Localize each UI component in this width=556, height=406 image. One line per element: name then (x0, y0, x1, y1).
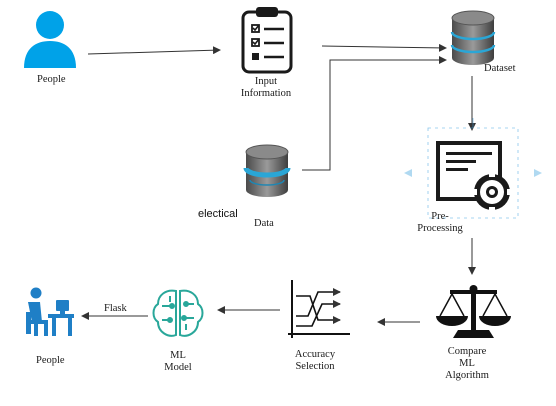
compare-ml-label-line3: Algorithm (445, 370, 489, 381)
ml-model-label: ML Model (150, 350, 206, 374)
person-at-desk-icon (26, 287, 74, 336)
compare-ml-label-line1: Compare (447, 346, 487, 357)
edge-data-to-dataset (302, 56, 447, 171)
data-storage-icon (243, 144, 291, 197)
accuracy-selection-label: Accuracy Selection (284, 349, 346, 373)
person-icon (24, 11, 76, 68)
input-information-label-line2: Information (240, 88, 292, 99)
input-information-label: Input Information (234, 76, 298, 100)
balance-scale-icon (436, 285, 511, 338)
ml-model-label-line2: Model (164, 362, 192, 373)
preprocessing-label-line1: Pre- (431, 211, 449, 222)
accuracy-chart-icon (288, 280, 350, 338)
people-bottom-label: People (36, 355, 65, 366)
preprocessing-gear-icon (404, 118, 542, 219)
compare-ml-label: Compare ML Algorithm (436, 346, 498, 382)
dataset-label: Dataset (484, 63, 516, 74)
accuracy-selection-label-line1: Accuracy (294, 349, 336, 360)
edge-people-to-input (87, 46, 221, 55)
preprocessing-label: Pre- Processing (410, 211, 470, 235)
compare-ml-label-line2: ML (459, 358, 475, 369)
accuracy-selection-label-line2: Selection (295, 361, 335, 372)
input-information-label-line1: Input (254, 76, 278, 87)
electrical-data-label: Data (254, 218, 274, 229)
ml-brain-icon (152, 289, 204, 337)
flask-edge-label: Flask (104, 303, 127, 314)
preprocessing-label-line2: Processing (417, 223, 463, 234)
electrical-label-prefix: electical (198, 208, 238, 220)
people-top-label: People (37, 74, 66, 85)
clipboard-checklist-icon (241, 7, 293, 74)
ml-model-label-line1: ML (170, 350, 186, 361)
edge-input-to-dataset (321, 43, 447, 52)
database-icon (450, 10, 496, 65)
